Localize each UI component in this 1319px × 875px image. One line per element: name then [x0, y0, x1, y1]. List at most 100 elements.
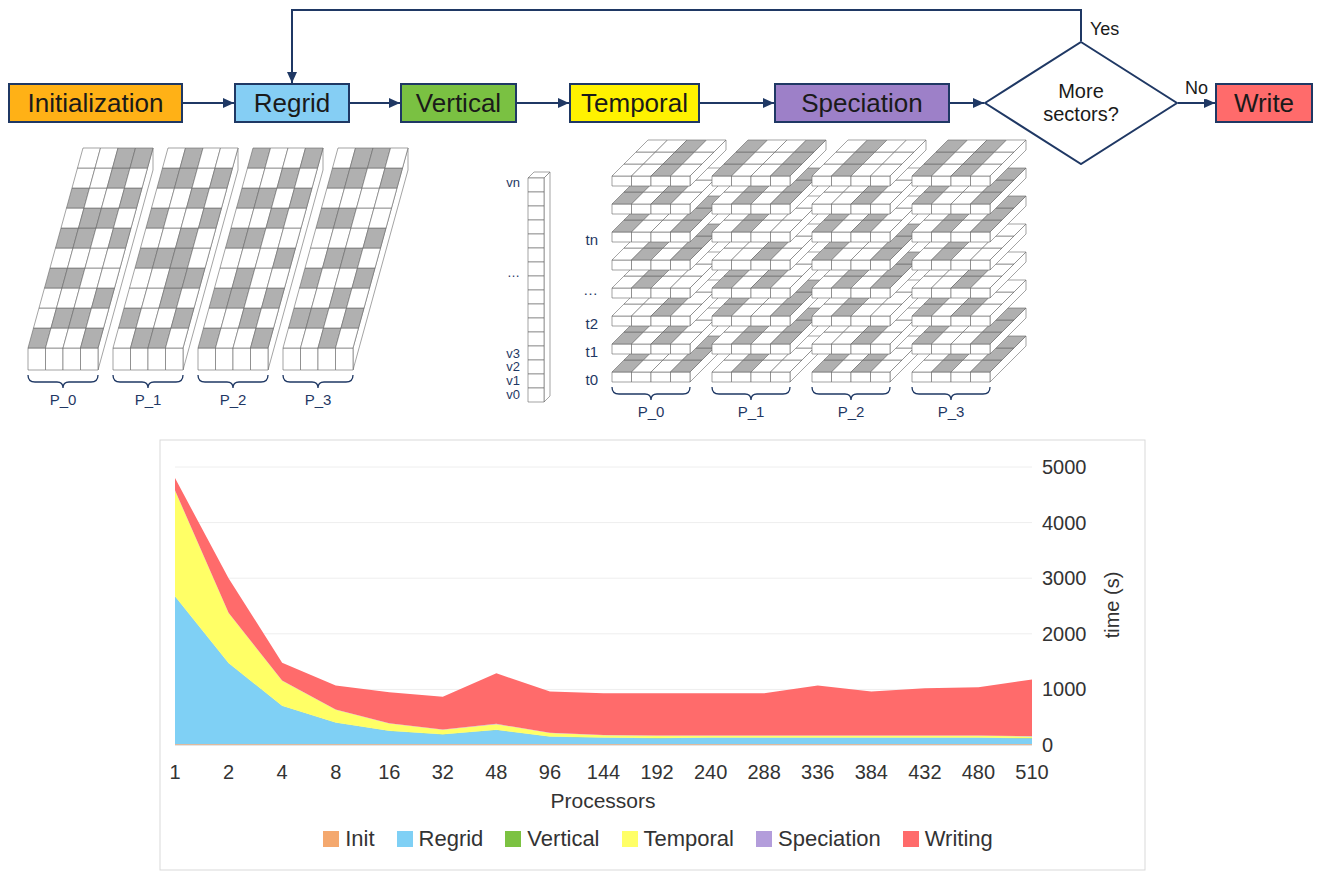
grid-cell — [912, 176, 932, 186]
legend-swatch — [397, 831, 413, 847]
grid-cell — [216, 348, 234, 370]
grid-cell — [284, 208, 307, 228]
x-tick: 96 — [539, 761, 561, 783]
grid-cell — [528, 332, 544, 346]
grid-cell — [166, 348, 184, 370]
grid-cell — [528, 172, 550, 178]
node-label: Regrid — [254, 89, 331, 118]
process-box: Write — [1215, 83, 1313, 123]
grid-cell — [651, 372, 671, 382]
level-label: vn — [506, 176, 520, 190]
axis-title: time (s) — [1101, 572, 1123, 639]
x-axis — [175, 745, 1032, 746]
grid-cell — [971, 304, 1003, 316]
flow-arrow — [950, 102, 984, 104]
grid-cell — [751, 232, 771, 242]
grid-cell — [63, 348, 81, 370]
grid-cell — [114, 208, 137, 228]
y-tick: 3000 — [1042, 567, 1087, 589]
grid-cell — [951, 344, 971, 354]
x-tick: 336 — [801, 761, 834, 783]
grid-cell — [528, 304, 544, 318]
grid-cell — [971, 344, 991, 354]
grid-cell — [671, 332, 703, 344]
grid-cell — [732, 316, 752, 326]
x-tick: 32 — [432, 761, 454, 783]
grid-cell — [369, 208, 392, 228]
grid-cell — [528, 276, 544, 290]
grid-cell — [671, 232, 691, 242]
node-label: Write — [1234, 89, 1294, 118]
vertical-column — [528, 172, 550, 402]
grid-cell — [751, 288, 771, 298]
grid-cell — [113, 348, 131, 370]
grid-cell — [832, 372, 852, 382]
grid-cell — [198, 348, 216, 370]
grid-cell — [795, 140, 827, 152]
grid-cell — [336, 348, 354, 370]
grid-cell — [812, 372, 832, 382]
grid-cell — [851, 260, 871, 270]
legend-text: Temporal — [644, 826, 734, 852]
grid-cell — [108, 228, 131, 248]
grid-cell — [871, 304, 903, 316]
legend-text: Speciation — [778, 826, 881, 852]
grid-cell — [671, 304, 703, 316]
grid-cell — [177, 288, 200, 308]
decision-diamond: More sectors? — [984, 41, 1178, 165]
legend-swatch — [903, 831, 919, 847]
bracket — [198, 375, 268, 388]
grid-cell — [528, 206, 544, 220]
area-series — [175, 478, 1032, 736]
grid-cell — [166, 328, 189, 348]
grid-cell — [671, 360, 703, 372]
grid-cell — [671, 192, 703, 204]
grid-cell — [81, 328, 104, 348]
grid-cell — [358, 248, 381, 268]
domain-slab — [198, 148, 323, 370]
process-box: Speciation — [774, 83, 950, 123]
processor-label: P_0 — [50, 392, 77, 409]
grid-line — [175, 467, 1032, 468]
processor-label: P_3 — [305, 392, 332, 409]
x-tick: 144 — [587, 761, 620, 783]
domain-slab — [113, 148, 238, 370]
grid-cell — [771, 360, 803, 372]
grid-cell — [193, 228, 216, 248]
diamond-shape — [985, 42, 1177, 164]
grid-cell — [932, 344, 952, 354]
grid-cell — [262, 288, 285, 308]
grid-cell — [812, 316, 832, 326]
grid-cell — [712, 316, 732, 326]
grid-cell — [951, 372, 971, 382]
grid-cell — [671, 204, 691, 214]
grid-cell — [751, 260, 771, 270]
grid-cell — [683, 152, 715, 164]
grid-cell — [103, 248, 126, 268]
legend-text: Vertical — [527, 826, 599, 852]
grid-cell — [732, 176, 752, 186]
time-stack — [712, 140, 826, 382]
grid-cell — [363, 228, 386, 248]
grid-cell — [632, 316, 652, 326]
grid-cell — [695, 140, 727, 152]
grid-cell — [528, 234, 544, 248]
grid-cell — [751, 204, 771, 214]
grid-cell — [971, 276, 1003, 288]
legend-item: Regrid — [397, 826, 484, 852]
grid-cell — [256, 308, 279, 328]
process-box: Vertical — [400, 83, 517, 123]
flow-arrow — [183, 102, 234, 104]
grid-cell — [233, 348, 251, 370]
grid-cell — [632, 204, 652, 214]
grid-cell — [712, 288, 732, 298]
legend-swatch — [756, 831, 772, 847]
process-box: Regrid — [234, 83, 350, 123]
grid-cell — [871, 344, 891, 354]
grid-cell — [612, 372, 632, 382]
x-tick: 510 — [1015, 761, 1048, 783]
grid-cell — [851, 204, 871, 214]
grid-cell — [951, 260, 971, 270]
time-step-label: … — [583, 282, 598, 299]
grid-cell — [871, 248, 903, 260]
